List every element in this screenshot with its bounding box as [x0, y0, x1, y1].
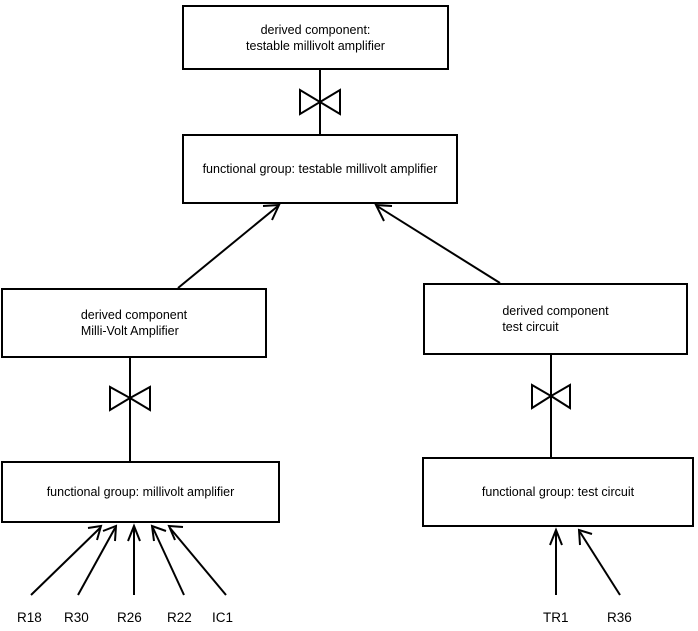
node-label-line2: Milli-Volt Amplifier: [80, 324, 179, 338]
leaf-arrow-r18: [30, 524, 103, 596]
node-label-line2: test circuit: [502, 320, 559, 334]
leaf-arrow-r26: [127, 523, 141, 595]
leaf-label-r36: R36: [607, 610, 632, 625]
node-derived-testable-millivolt-amplifier[interactable]: derived component:testable millivolt amp…: [182, 5, 449, 70]
leaf-label-tr1: TR1: [543, 610, 569, 625]
edge-millivolt-to-testable-fg: [177, 203, 281, 289]
node-label: functional group: test circuit: [482, 484, 634, 500]
node-fg-test-circuit[interactable]: functional group: test circuit: [422, 457, 694, 527]
node-derived-test-circuit[interactable]: derived component test circuit: [423, 283, 688, 355]
node-fg-millivolt-amplifier[interactable]: functional group: millivolt amplifier: [1, 461, 280, 523]
node-label-line2: testable millivolt amplifier: [246, 38, 385, 53]
leaf-label-r26: R26: [117, 610, 142, 625]
bowtie-realization-icon-top: [299, 88, 341, 116]
leaf-label-r22: R22: [167, 610, 192, 625]
node-label-line1: functional group: test circuit: [481, 485, 635, 499]
leaf-arrow-tr1: [549, 527, 563, 595]
leaf-arrow-r22: [150, 524, 185, 596]
node-label-line1: functional group: millivolt amplifier: [46, 485, 235, 499]
leaf-arrow-r30: [77, 524, 118, 596]
edge-testcircuit-to-testable-fg: [374, 203, 501, 284]
bowtie-realization-icon-right: [531, 383, 571, 410]
node-label-line1: derived component: [502, 304, 609, 318]
leaf-arrow-r36: [577, 528, 621, 596]
bowtie-realization-icon-left: [109, 385, 151, 412]
node-label: functional group: millivolt amplifier: [47, 484, 235, 500]
node-fg-testable-millivolt-amplifier[interactable]: functional group: testable millivolt amp…: [182, 134, 458, 204]
node-label-line1: derived component:: [260, 22, 371, 37]
leaf-arrow-ic1: [167, 524, 227, 596]
node-label: derived component:testable millivolt amp…: [246, 22, 385, 54]
node-label-line1: derived component: [80, 308, 188, 322]
node-label: functional group: testable millivolt amp…: [203, 161, 438, 177]
node-label: derived component test circuit: [502, 303, 608, 335]
leaf-label-ic1: IC1: [212, 610, 234, 625]
node-label-line1: functional group: testable millivolt amp…: [202, 162, 438, 176]
leaf-label-r30: R30: [64, 610, 89, 625]
leaf-label-r18: R18: [17, 610, 42, 625]
